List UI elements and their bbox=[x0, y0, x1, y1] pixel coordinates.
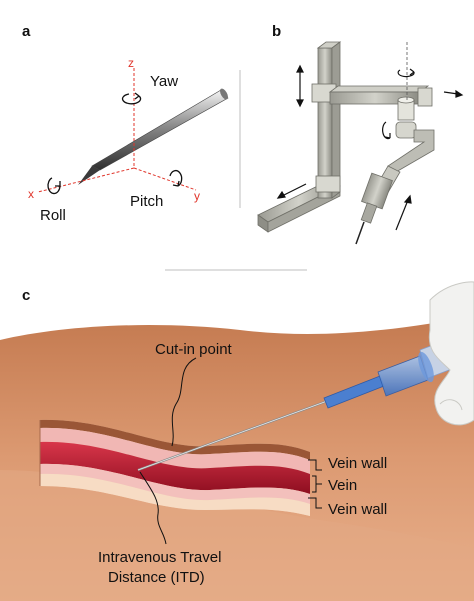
panel-a-letter: a bbox=[22, 23, 31, 40]
itd-label-line2: Distance (ITD) bbox=[108, 569, 205, 586]
z-axis-label: z bbox=[128, 56, 134, 70]
y-axis-label: y bbox=[194, 189, 200, 203]
rotation-pitch-icon bbox=[383, 122, 390, 139]
cut-in-point-label: Cut-in point bbox=[155, 341, 233, 358]
vein-wall-top-label: Vein wall bbox=[328, 455, 387, 472]
yaw-rotation-icon bbox=[123, 93, 141, 104]
pitch-label: Pitch bbox=[130, 193, 163, 210]
panel-b: b bbox=[258, 23, 462, 244]
needle-illustration bbox=[78, 87, 230, 185]
vein-wall-bottom-label: Vein wall bbox=[328, 501, 387, 518]
panel-a: a z x y Yaw Roll Pitch bbox=[22, 23, 230, 224]
y-axis-line bbox=[134, 168, 196, 190]
roll-label: Roll bbox=[40, 207, 66, 224]
panel-b-letter: b bbox=[272, 23, 281, 40]
x-axis-label: x bbox=[28, 187, 34, 201]
x-axis-line bbox=[38, 168, 134, 192]
roll-rotation-icon bbox=[48, 178, 60, 194]
gloved-hand bbox=[429, 282, 474, 425]
arrow-insertion-icon bbox=[396, 200, 408, 230]
itd-label-line1: Intravenous Travel bbox=[98, 549, 221, 566]
panel-c: c bbox=[0, 282, 474, 601]
robot-illustration bbox=[258, 42, 434, 244]
panel-c-letter: c bbox=[22, 287, 30, 304]
vein-label: Vein bbox=[328, 477, 357, 494]
yaw-label: Yaw bbox=[150, 73, 178, 90]
pitch-rotation-icon bbox=[170, 171, 182, 186]
rotation-yaw-icon bbox=[398, 69, 414, 77]
